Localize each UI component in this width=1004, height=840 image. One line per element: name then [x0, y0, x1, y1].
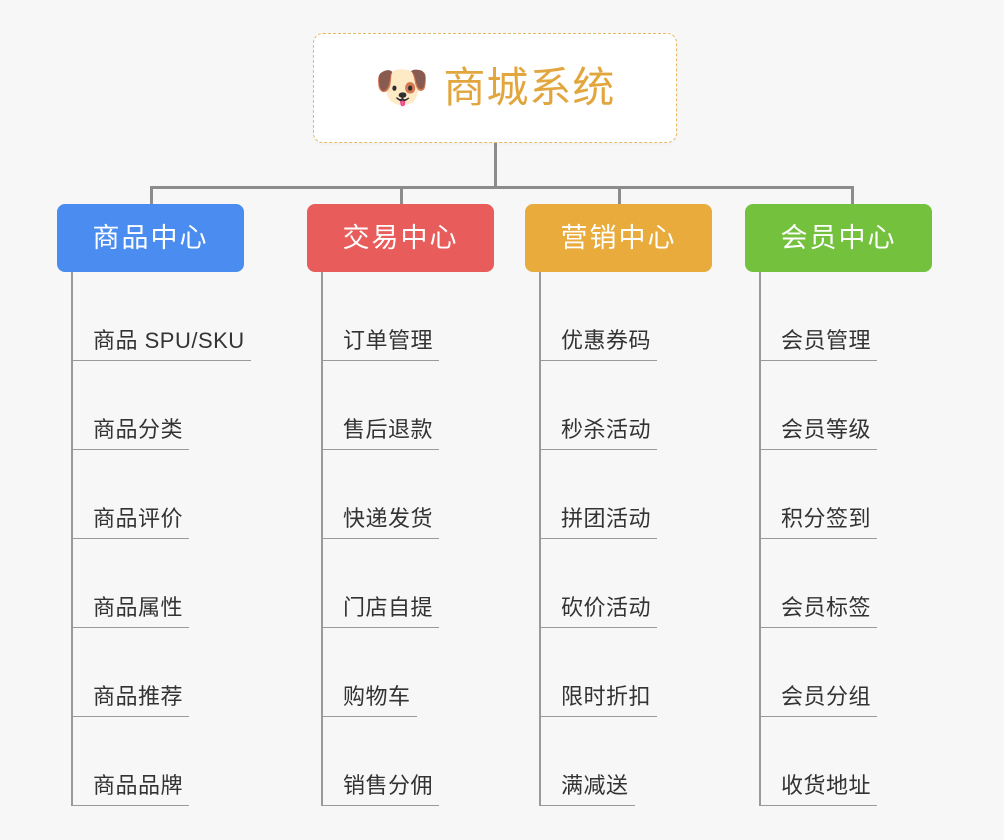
category-box-member-center[interactable]: 会员中心 — [745, 204, 932, 272]
leaf-list: 订单管理 售后退款 快递发货 门店自提 购物车 销售分佣 — [321, 272, 494, 806]
leaf-label: 收货地址 — [781, 772, 872, 798]
leaf-list: 商品 SPU/SKU 商品分类 商品评价 商品属性 商品推荐 商品品牌 — [71, 272, 251, 806]
root-node-title: 商城系统 — [443, 64, 616, 111]
leaf-label: 商品评价 — [93, 505, 184, 531]
list-item[interactable]: 商品推荐 — [71, 628, 251, 717]
list-item[interactable]: 商品属性 — [71, 539, 251, 628]
leaf-label: 会员标签 — [781, 594, 872, 620]
leaf-label: 商品推荐 — [93, 683, 184, 709]
leaf-label: 购物车 — [343, 683, 411, 709]
leaf-label: 限时折扣 — [561, 683, 652, 709]
list-item[interactable]: 会员管理 — [759, 272, 932, 361]
connector-drop-4 — [851, 186, 854, 206]
leaf-label: 优惠券码 — [561, 327, 652, 353]
category-box-marketing-center[interactable]: 营销中心 — [525, 204, 712, 272]
leaf-label: 商品属性 — [93, 594, 184, 620]
leaf-label: 售后退款 — [343, 416, 434, 442]
list-item[interactable]: 会员分组 — [759, 628, 932, 717]
leaf-label: 拼团活动 — [561, 505, 652, 531]
connector-drop-1 — [150, 186, 153, 206]
leaf-label: 会员分组 — [781, 683, 872, 709]
branch-column-marketing-center: 营销中心 优惠券码 秒杀活动 拼团活动 砍价活动 限时折扣 满减送 — [525, 204, 712, 806]
leaf-label: 门店自提 — [343, 594, 434, 620]
leaf-label: 砍价活动 — [561, 594, 652, 620]
list-item[interactable]: 收货地址 — [759, 717, 932, 806]
list-item[interactable]: 满减送 — [539, 717, 712, 806]
leaf-label: 销售分佣 — [343, 772, 434, 798]
list-item[interactable]: 秒杀活动 — [539, 361, 712, 450]
connector-root-stem — [494, 143, 497, 189]
list-item[interactable]: 售后退款 — [321, 361, 494, 450]
branch-column-product-center: 商品中心 商品 SPU/SKU 商品分类 商品评价 商品属性 商品推荐 商品品牌 — [57, 204, 251, 806]
root-node-mall-system[interactable]: 🐶 商城系统 — [313, 33, 677, 143]
leaf-label: 订单管理 — [343, 327, 434, 353]
leaf-list: 优惠券码 秒杀活动 拼团活动 砍价活动 限时折扣 满减送 — [539, 272, 712, 806]
category-box-product-center[interactable]: 商品中心 — [57, 204, 244, 272]
leaf-label: 商品 SPU/SKU — [93, 327, 245, 353]
list-item[interactable]: 会员标签 — [759, 539, 932, 628]
category-box-trade-center[interactable]: 交易中心 — [307, 204, 494, 272]
list-item[interactable]: 限时折扣 — [539, 628, 712, 717]
leaf-label: 商品品牌 — [93, 772, 184, 798]
list-item[interactable]: 砍价活动 — [539, 539, 712, 628]
leaf-label: 秒杀活动 — [561, 416, 652, 442]
leaf-list: 会员管理 会员等级 积分签到 会员标签 会员分组 收货地址 — [759, 272, 932, 806]
category-label: 会员中心 — [780, 222, 897, 253]
connector-drop-3 — [618, 186, 621, 206]
leaf-label: 会员等级 — [781, 416, 872, 442]
connector-horizontal-bar — [150, 186, 854, 189]
list-item[interactable]: 门店自提 — [321, 539, 494, 628]
list-item[interactable]: 订单管理 — [321, 272, 494, 361]
list-item[interactable]: 商品分类 — [71, 361, 251, 450]
leaf-label: 会员管理 — [781, 327, 872, 353]
leaf-label: 商品分类 — [93, 416, 184, 442]
category-label: 商品中心 — [92, 222, 209, 253]
list-item[interactable]: 商品 SPU/SKU — [71, 272, 251, 361]
list-item[interactable]: 积分签到 — [759, 450, 932, 539]
list-item[interactable]: 销售分佣 — [321, 717, 494, 806]
leaf-label: 快递发货 — [343, 505, 434, 531]
leaf-label: 满减送 — [561, 772, 629, 798]
branch-column-trade-center: 交易中心 订单管理 售后退款 快递发货 门店自提 购物车 销售分佣 — [307, 204, 494, 806]
shiba-dog-face-icon: 🐶 — [374, 63, 430, 112]
category-label: 交易中心 — [342, 222, 459, 253]
connector-drop-2 — [400, 186, 403, 206]
branch-column-member-center: 会员中心 会员管理 会员等级 积分签到 会员标签 会员分组 收货地址 — [745, 204, 932, 806]
leaf-label: 积分签到 — [781, 505, 872, 531]
category-label: 营销中心 — [560, 222, 677, 253]
list-item[interactable]: 快递发货 — [321, 450, 494, 539]
list-item[interactable]: 会员等级 — [759, 361, 932, 450]
list-item[interactable]: 拼团活动 — [539, 450, 712, 539]
list-item[interactable]: 商品品牌 — [71, 717, 251, 806]
list-item[interactable]: 购物车 — [321, 628, 494, 717]
list-item[interactable]: 商品评价 — [71, 450, 251, 539]
list-item[interactable]: 优惠券码 — [539, 272, 712, 361]
